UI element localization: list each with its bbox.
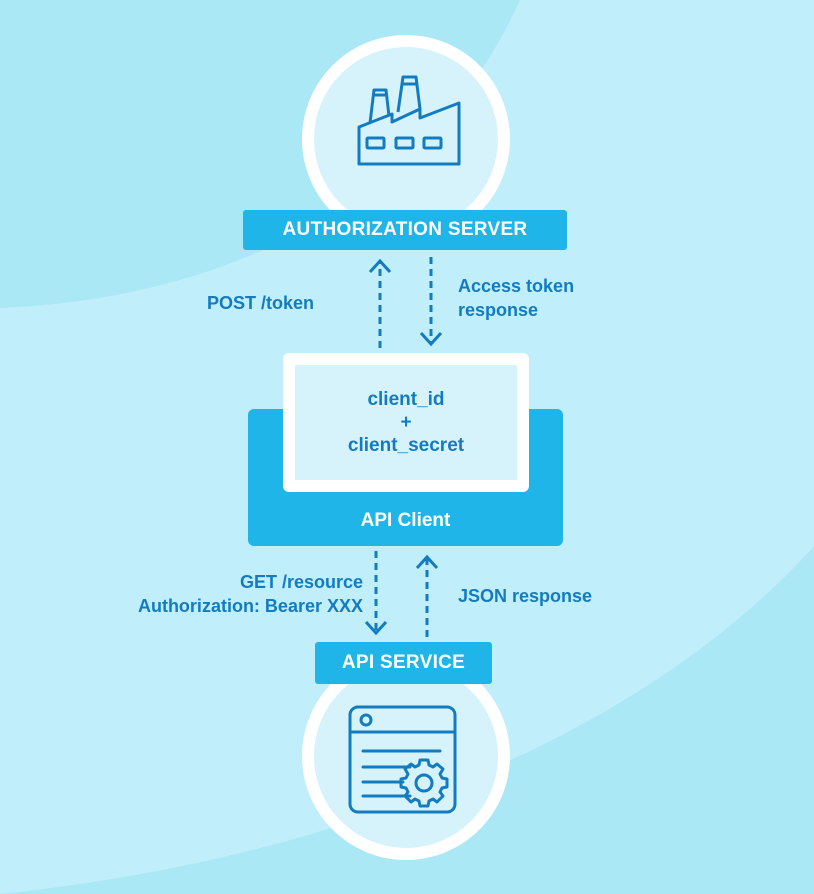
get-resource-line1: GET /resource: [239, 572, 363, 592]
access-token-line1: Access token: [458, 276, 575, 296]
get-resource-line2: Authorization: Bearer XXX: [137, 596, 363, 616]
access-token-response-label: Access token response: [458, 274, 574, 322]
access-token-line2: response: [458, 300, 539, 320]
json-response-label: JSON response: [458, 586, 593, 606]
post-token-label: POST /token: [207, 293, 315, 313]
web-service-gear-icon: [348, 705, 457, 814]
api-client-title: API Client: [360, 510, 451, 531]
api-service-label: API SERVICE: [315, 642, 492, 684]
authorization-server-label: AUTHORIZATION SERVER: [243, 210, 567, 250]
get-resource-label: GET /resource Authorization: Bearer XXX: [138, 570, 363, 618]
authorization-server-node: [302, 35, 510, 243]
client-id-text: client_id: [367, 389, 445, 410]
client-secret-text: client_secret: [347, 435, 465, 456]
plus-sign: +: [400, 412, 412, 433]
factory-icon: [357, 75, 461, 166]
credentials-card: client_id + client_secret: [283, 353, 529, 492]
